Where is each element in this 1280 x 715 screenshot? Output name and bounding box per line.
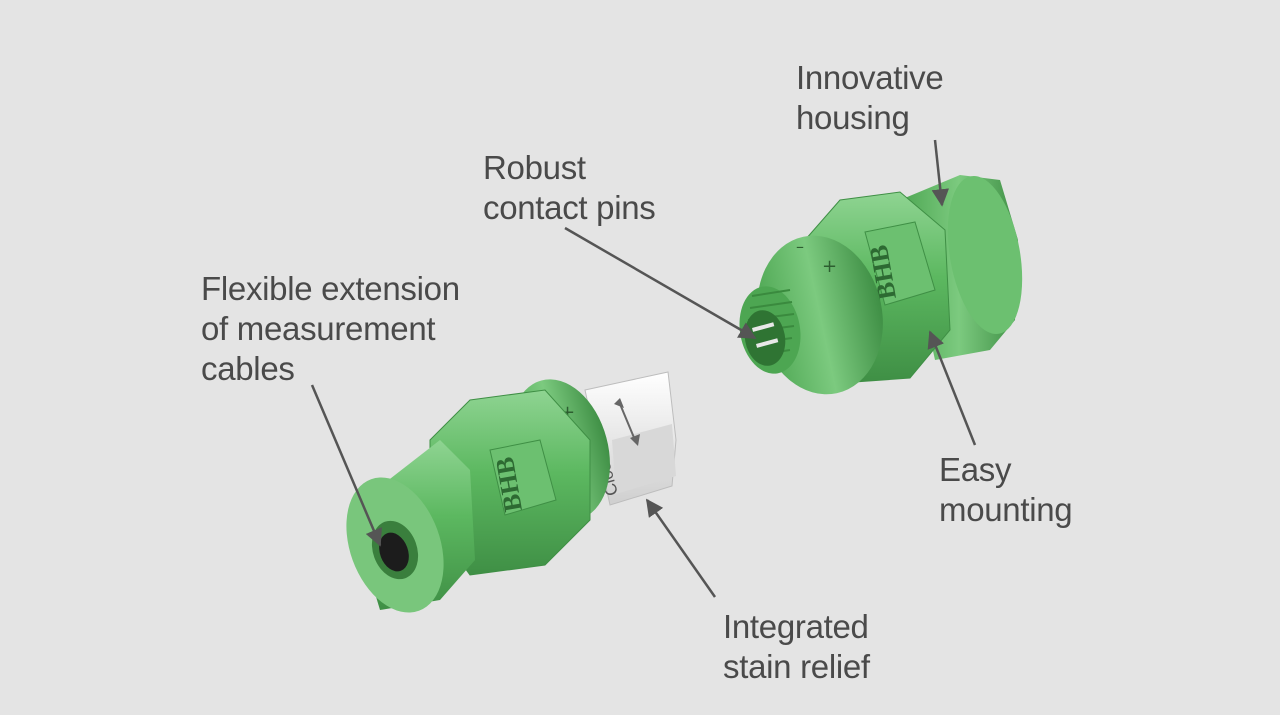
arrow-easy-mounting (927, 330, 977, 446)
contact-pin-2 (756, 338, 779, 348)
label-line: Robust (483, 149, 586, 186)
callout-arrows (310, 139, 977, 598)
arrow-innovative-housing (931, 139, 950, 207)
label-innovative-housing: Innovative housing (796, 58, 944, 138)
label-line: Integrated (723, 608, 869, 645)
label-line: housing (796, 99, 910, 136)
label-line: contact pins (483, 189, 656, 226)
arrow-robust-contact-pins (564, 226, 757, 340)
ring-plus-right: + (822, 256, 837, 277)
panel-connector-right: BHB + – (739, 175, 1023, 395)
label-line: stain relief (723, 648, 870, 685)
label-line: mounting (939, 491, 1073, 528)
arrow-flexible-extension (310, 384, 382, 547)
label-line: cables (201, 350, 295, 387)
contact-pin-1 (752, 322, 775, 332)
label-line: of measurement (201, 310, 436, 347)
cable-bore (379, 532, 409, 572)
label-flexible-extension: Flexible extension of measurement cables (201, 269, 460, 389)
label-line: Flexible extension (201, 270, 460, 307)
label-integrated-strain-relief: Integrated stain relief (723, 607, 870, 687)
label-line: Innovative (796, 59, 944, 96)
label-line: Easy (939, 451, 1012, 488)
arrow-strain-relief (645, 498, 717, 598)
label-easy-mounting: Easy mounting (939, 450, 1073, 530)
cable-connector-left: Close + BHB (346, 371, 677, 613)
ring-minus-right: – (796, 237, 804, 256)
label-robust-contact-pins: Robust contact pins (483, 148, 656, 228)
